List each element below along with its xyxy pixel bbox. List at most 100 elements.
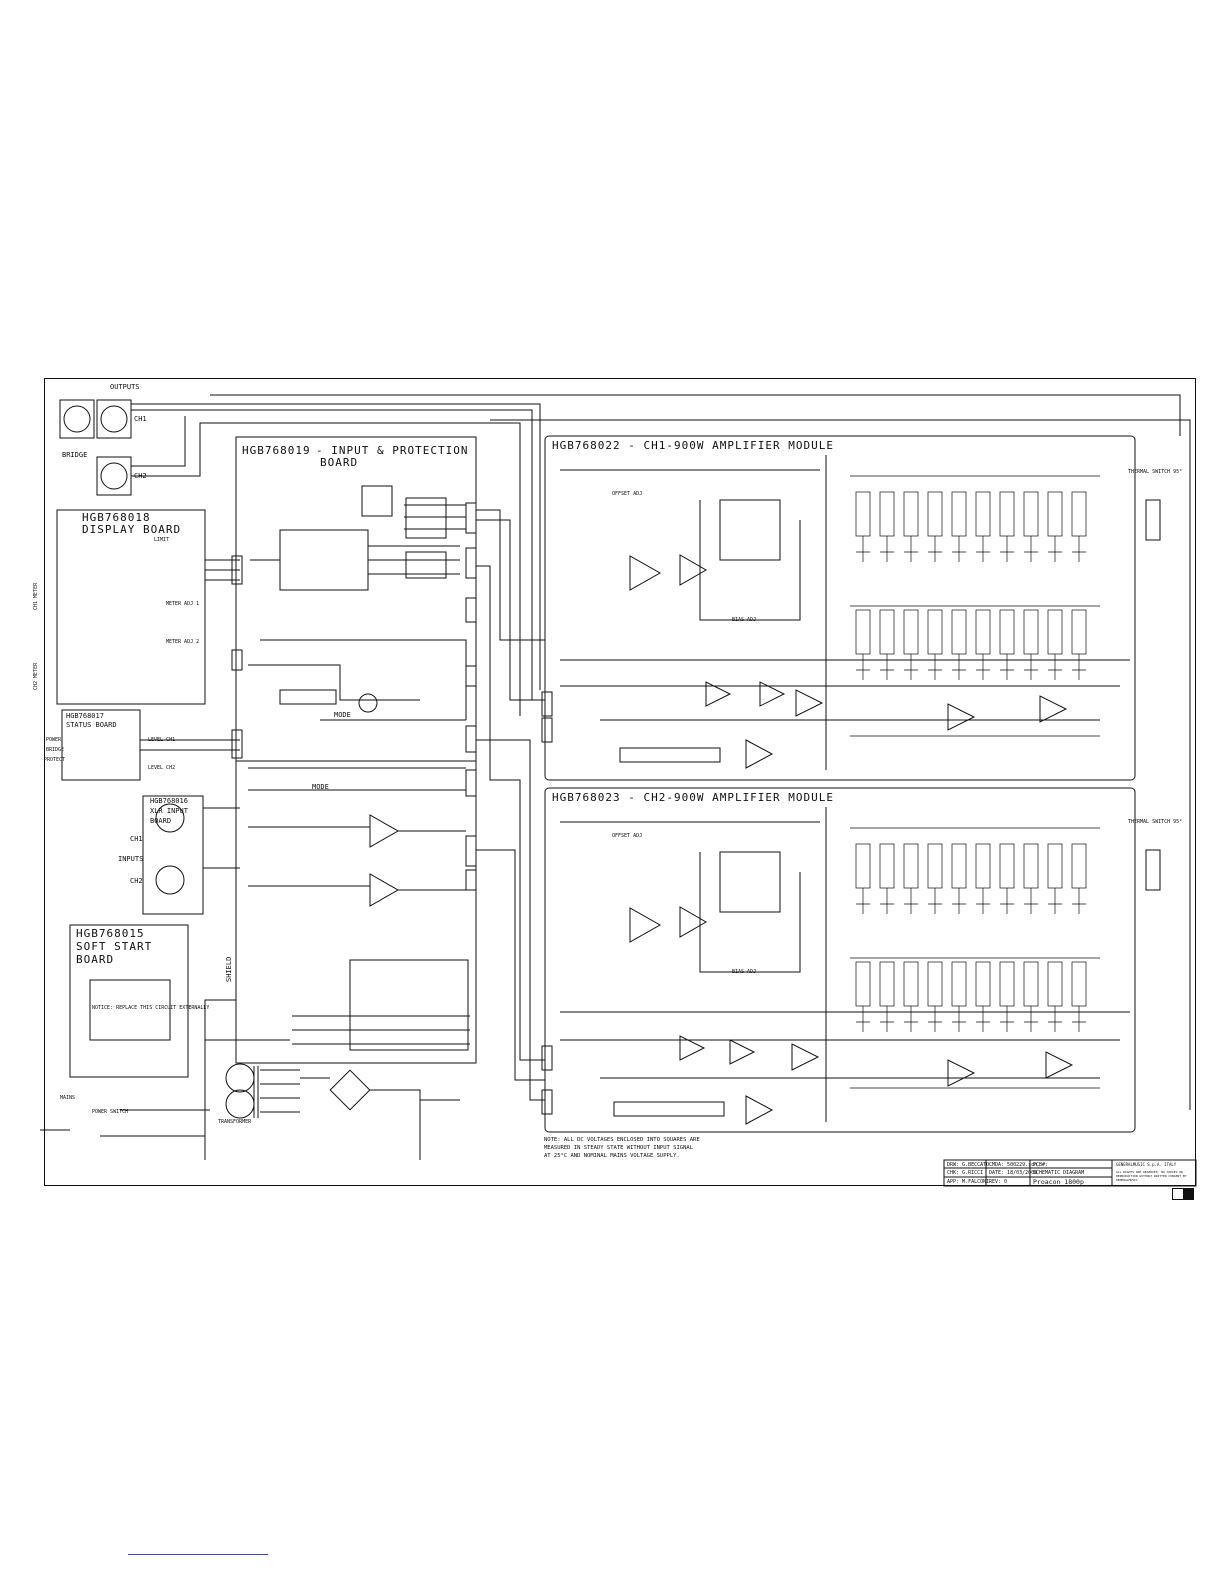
output-transistor-2-1-0 bbox=[855, 961, 871, 1007]
input-protection-board-lower bbox=[235, 760, 477, 1064]
ch1-thermal-switch: THERMAL SWITCH 95° bbox=[1128, 469, 1183, 475]
output-transistor-2-1-8 bbox=[1047, 961, 1063, 1007]
emitter-resistor-1-0-1 bbox=[880, 536, 894, 562]
output-bank-rails-2 bbox=[850, 827, 1100, 1089]
xlr-ch2 bbox=[155, 865, 185, 895]
emitter-resistor-1-1-8 bbox=[1048, 654, 1062, 680]
output-transistor-1-1-1 bbox=[879, 609, 895, 655]
status-board-code: HGB768017 bbox=[66, 712, 104, 720]
emitter-resistor-1-1-0 bbox=[856, 654, 870, 680]
ch1-bias-adj: BIAS ADJ bbox=[732, 617, 757, 623]
output-transistor-2-1-1 bbox=[879, 961, 895, 1007]
emitter-resistor-2-1-5 bbox=[976, 1006, 990, 1032]
emitter-resistor-2-0-0 bbox=[856, 888, 870, 914]
output-transistor-1-1-0 bbox=[855, 609, 871, 655]
soft-start-code: HGB768015 bbox=[76, 927, 145, 940]
output-transistor-2-0-5 bbox=[975, 843, 991, 889]
emitter-resistor-1-1-7 bbox=[1024, 654, 1038, 680]
output-transistor-2-1-4 bbox=[951, 961, 967, 1007]
ch2-offset-adj: OFFSET ADJ bbox=[612, 833, 643, 839]
limit-label: LIMIT bbox=[154, 537, 170, 543]
emitter-resistor-1-1-1 bbox=[880, 654, 894, 680]
transformer-label: TRANSFORMER bbox=[218, 1119, 252, 1125]
tb-company: GENERALMUSIC S.p.A. ITALY bbox=[1116, 1162, 1177, 1167]
output-transistor-1-1-6 bbox=[999, 609, 1015, 655]
emitter-resistor-2-1-7 bbox=[1024, 1006, 1038, 1032]
emitter-resistor-2-1-9 bbox=[1072, 1006, 1086, 1032]
notice-label: NOTICE: REPLACE THIS CIRCUIT EXTERNALLY bbox=[92, 1005, 210, 1011]
output-transistor-1-1-2 bbox=[903, 609, 919, 655]
footer-link-underline[interactable] bbox=[128, 1554, 268, 1555]
emitter-resistor-1-0-9 bbox=[1072, 536, 1086, 562]
xlr-board-name-2: BOARD bbox=[150, 817, 172, 825]
power-switch-label: POWER SWITCH bbox=[92, 1109, 129, 1115]
output-transistor-1-0-0 bbox=[855, 491, 871, 537]
emitter-resistor-1-1-4 bbox=[952, 654, 966, 680]
emitter-resistor-1-0-2 bbox=[904, 536, 918, 562]
emitter-resistor-2-1-8 bbox=[1048, 1006, 1062, 1032]
input-protection-board-outline bbox=[235, 436, 477, 762]
protect-led-label: PROTECT bbox=[44, 757, 66, 763]
output-transistor-1-1-9 bbox=[1071, 609, 1087, 655]
emitter-resistor-1-1-6 bbox=[1000, 654, 1014, 680]
xlr-ch1-label: CH1 bbox=[130, 835, 143, 843]
status-board-outline bbox=[61, 709, 141, 781]
xlr-ch1 bbox=[155, 803, 185, 833]
input-protection-code: HGB768019 bbox=[242, 444, 311, 457]
speakon-bridge bbox=[59, 399, 95, 439]
tb-checked-by: CHK: G.RICCI bbox=[947, 1170, 984, 1176]
tb-model: Proacon 1800p bbox=[1033, 1178, 1084, 1186]
output-transistor-2-1-7 bbox=[1023, 961, 1039, 1007]
emitter-resistor-2-0-1 bbox=[880, 888, 894, 914]
ch1-output-label: CH1 bbox=[134, 415, 147, 423]
dc-voltage-note: NOTE: ALL DC VOLTAGES ENCLOSED INTO SQUA… bbox=[544, 1137, 700, 1159]
output-transistor-1-0-6 bbox=[999, 491, 1015, 537]
output-transistor-1-1-7 bbox=[1023, 609, 1039, 655]
emitter-resistor-2-0-6 bbox=[1000, 888, 1014, 914]
ch1-offset-adj: OFFSET ADJ bbox=[612, 491, 643, 497]
output-transistor-2-0-9 bbox=[1071, 843, 1087, 889]
output-transistor-1-0-7 bbox=[1023, 491, 1039, 537]
emitter-resistor-1-0-4 bbox=[952, 536, 966, 562]
soft-start-name-1: SOFT START bbox=[76, 940, 153, 953]
emitter-resistor-2-0-7 bbox=[1024, 888, 1038, 914]
emitter-resistor-1-1-5 bbox=[976, 654, 990, 680]
output-transistor-2-1-5 bbox=[975, 961, 991, 1007]
tb-pcb: PCB#: bbox=[1033, 1162, 1049, 1168]
tb-approved-by: APP: M.FALCONI bbox=[947, 1179, 990, 1185]
tb-drawn-by: DRW: G.BECCATO bbox=[947, 1162, 990, 1168]
output-transistor-1-1-3 bbox=[927, 609, 943, 655]
ch2-output-label: CH2 bbox=[134, 472, 147, 480]
power-led-label: POWER bbox=[46, 737, 62, 743]
meter-adj-1: METER ADJ 1 bbox=[166, 601, 200, 607]
output-transistor-1-0-4 bbox=[951, 491, 967, 537]
output-transistor-1-0-3 bbox=[927, 491, 943, 537]
emitter-resistor-2-0-4 bbox=[952, 888, 966, 914]
output-transistor-1-0-8 bbox=[1047, 491, 1063, 537]
output-transistor-2-0-7 bbox=[1023, 843, 1039, 889]
emitter-resistor-2-1-4 bbox=[952, 1006, 966, 1032]
soft-start-board-outline bbox=[69, 924, 189, 1078]
mains-label: MAINS bbox=[60, 1095, 76, 1101]
ch2-bias-adj: BIAS ADJ bbox=[732, 969, 757, 975]
emitter-resistor-2-1-2 bbox=[904, 1006, 918, 1032]
emitter-resistor-1-0-6 bbox=[1000, 536, 1014, 562]
tb-date: DATE: 18/03/2008 bbox=[989, 1170, 1038, 1176]
ch2-meter-label: CH2 METER bbox=[33, 662, 39, 690]
meter-adj-2: METER ADJ 2 bbox=[166, 639, 200, 645]
emitter-resistor-1-1-2 bbox=[904, 654, 918, 680]
emitter-resistor-2-0-3 bbox=[928, 888, 942, 914]
ch1-module-title: HGB768022 - CH1-900W AMPLIFIER MODULE bbox=[552, 439, 835, 452]
display-board-outline bbox=[56, 509, 206, 705]
output-transistor-1-0-2 bbox=[903, 491, 919, 537]
output-transistor-2-0-1 bbox=[879, 843, 895, 889]
output-transistor-1-0-5 bbox=[975, 491, 991, 537]
input-protection-name-1: - INPUT & PROTECTION bbox=[316, 444, 469, 457]
output-transistor-1-0-1 bbox=[879, 491, 895, 537]
ch2-amp-module-outline bbox=[544, 787, 1136, 1133]
mode-label-1: MODE bbox=[334, 711, 351, 719]
ch1-amp-module-outline bbox=[544, 435, 1136, 781]
xlr-board-code: HGB768016 bbox=[150, 797, 188, 805]
output-transistor-2-1-3 bbox=[927, 961, 943, 1007]
display-board-name: DISPLAY BOARD bbox=[82, 523, 182, 536]
